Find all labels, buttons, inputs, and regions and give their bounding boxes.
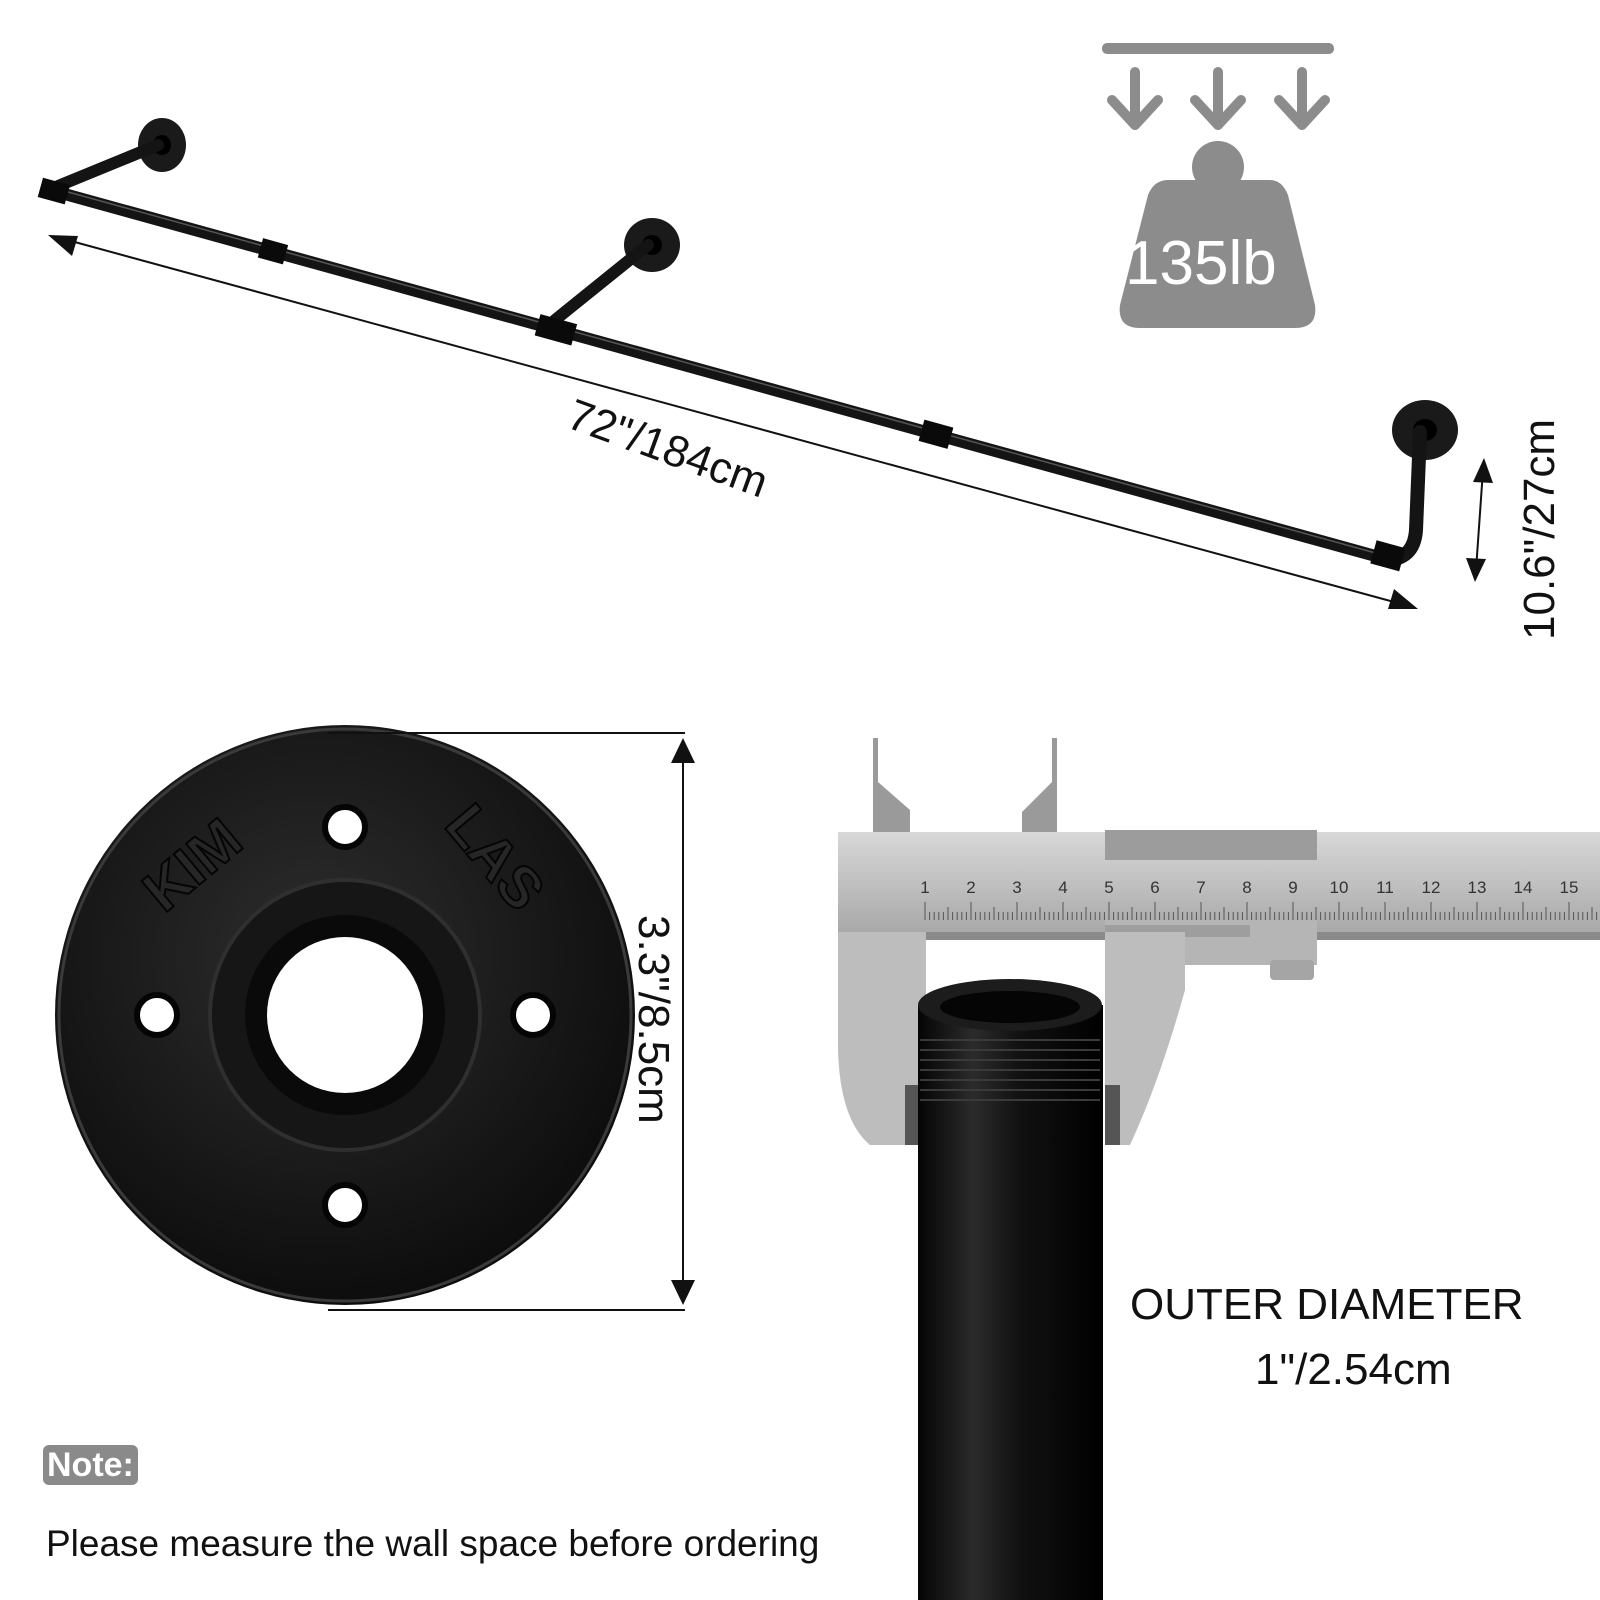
thumb-wheel [1270, 960, 1314, 980]
flange-diameter-label: 3.3"/8.5cm [629, 915, 678, 1124]
scale-ticks [924, 902, 1598, 920]
rail-couplings [37, 177, 1406, 572]
note-badge: Note: [43, 1445, 138, 1485]
scale-number: 7 [1196, 878, 1205, 897]
length-dimension-arrow [48, 235, 1418, 609]
scale-number: 3 [1012, 878, 1021, 897]
height-label: 10.6"/27cm [1515, 418, 1564, 640]
scale-number: 12 [1422, 878, 1441, 897]
scale-number: 5 [1104, 878, 1113, 897]
vertical-pipe [918, 979, 1103, 1600]
weight-icon [1102, 43, 1334, 328]
flange-closeup: KIM LAS [55, 725, 635, 1305]
scale-number: 11 [1376, 878, 1394, 897]
outer-diameter-value: 1"/2.54cm [1255, 1345, 1452, 1394]
height-dimension-arrow [1466, 458, 1493, 582]
pipe-rail [37, 118, 1458, 572]
note-text: Please measure the wall space before ord… [46, 1523, 820, 1564]
flange-center-hole [267, 937, 423, 1093]
pipe-threads [920, 1039, 1100, 1101]
scale-number: 4 [1058, 878, 1067, 897]
load-capacity-label: 135lb [1125, 229, 1277, 298]
scale-number: 6 [1150, 878, 1159, 897]
scale-number: 9 [1288, 878, 1297, 897]
down-arrow-icon [1107, 67, 1163, 130]
scale-number: 14 [1514, 878, 1533, 897]
scale-number: 10 [1330, 878, 1349, 897]
flange-screw-holes [134, 804, 556, 1228]
scale-number: 1 [920, 878, 929, 897]
down-arrow-icon [1274, 67, 1330, 130]
scale-number: 2 [966, 878, 975, 897]
scale-number: 8 [1242, 878, 1251, 897]
scale-number: 15 [1560, 878, 1579, 897]
outer-diameter-title: OUTER DIAMETER [1130, 1280, 1524, 1329]
down-arrow-icon [1190, 67, 1246, 130]
flange-dimension-arrow [328, 732, 695, 1311]
scale-number: 13 [1468, 878, 1487, 897]
